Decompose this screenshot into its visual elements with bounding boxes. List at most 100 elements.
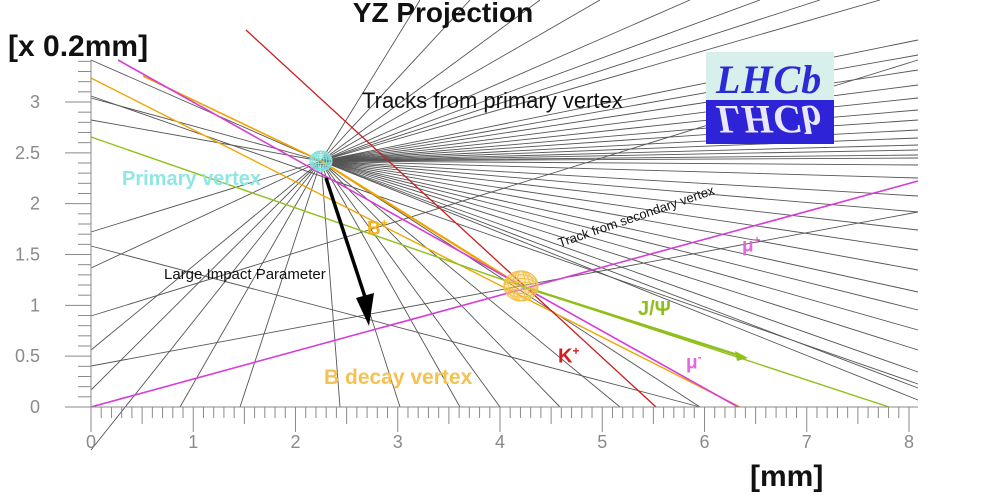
y-axis-unit: [x 0.2mm] [8, 30, 149, 63]
primary-track [320, 154, 919, 162]
primary-track [320, 0, 601, 162]
x-tick-label: 1 [188, 432, 198, 452]
label-mu-minus: μ- [686, 350, 702, 374]
x-tick-label: 3 [393, 432, 403, 452]
jpsi-arrowhead [735, 351, 748, 361]
label-mu-plus-text: μ [742, 235, 754, 257]
primary-track [320, 160, 919, 166]
lhcb-logo: LHCb LHCb [706, 52, 834, 144]
label-k-plus: K+ [558, 344, 579, 369]
x-axis-unit: [mm] [750, 460, 824, 493]
primary-track [90, 160, 322, 351]
primary-track [90, 160, 322, 269]
primary-track [320, 160, 341, 408]
primary-track [90, 119, 322, 162]
k-plus-track [245, 29, 657, 408]
b-flight-extension [90, 77, 741, 408]
primary-track [320, 160, 501, 408]
label-mu-plus: μ+ [742, 233, 761, 257]
primary-track [320, 160, 919, 373]
plot-title: YZ Projection [352, 0, 534, 28]
primary-track [320, 0, 821, 162]
label-b-decay-vertex: B decay vertex [324, 366, 473, 389]
x-tick-label: 6 [699, 432, 709, 452]
logo-text: LHCb [716, 57, 823, 102]
x-tick-label: 8 [904, 432, 914, 452]
primary-track [320, 160, 919, 389]
primary-track [320, 160, 919, 351]
primary-track [320, 0, 541, 162]
primary-track [320, 0, 761, 162]
label-primary-vertex: Primary vertex [122, 168, 261, 190]
primary-track [320, 160, 919, 271]
y-tick-label: 2 [30, 194, 40, 214]
label-mu-minus-text: μ [686, 352, 698, 374]
primary-track [320, 144, 919, 162]
primary-track [179, 160, 322, 408]
logo-bottom-panel [706, 100, 834, 144]
primary-track [90, 160, 322, 391]
impact-parameter-arrowhead [356, 293, 374, 326]
label-k-plus-text: K [558, 345, 573, 368]
tracks-layer [90, 0, 919, 451]
primary-track [320, 160, 561, 408]
primary-track [320, 160, 919, 197]
primary-track [90, 97, 322, 162]
label-primary-tracks: Tracks from primary vertex [362, 88, 623, 113]
label-b-plus: B+ [367, 216, 388, 240]
mu-minus-track [117, 59, 739, 408]
logo-reflection: LHCb [716, 97, 823, 142]
primary-track [320, 160, 919, 293]
label-mu-minus-sup: - [697, 350, 702, 364]
x-tick-label: 4 [495, 432, 505, 452]
primary-track [320, 0, 881, 162]
primary-vertex-marker [309, 150, 333, 172]
primary-track [320, 160, 919, 179]
primary-track [320, 0, 691, 162]
primary-track [320, 160, 919, 231]
primary-track [320, 0, 471, 162]
x-tick-label: 0 [86, 432, 96, 452]
primary-track [90, 59, 322, 162]
primary-track [90, 160, 322, 233]
x-tick-label: 7 [802, 432, 812, 452]
y-tick-label: 0.5 [15, 346, 40, 366]
primary-track [320, 149, 919, 162]
logo-top-panel [706, 52, 834, 100]
primary-track [320, 160, 919, 311]
label-jpsi: J/Ψ [638, 298, 671, 320]
primary-track [90, 160, 322, 451]
mu-plus-track [90, 180, 919, 408]
primary-track [90, 95, 919, 385]
secondary-vertex-marker [503, 270, 539, 302]
label-k-plus-sup: + [572, 344, 580, 358]
jpsi-upstream-track [90, 136, 522, 287]
label-b-plus-text: B [367, 218, 381, 240]
primary-track [320, 160, 919, 331]
jpsi-arrow-shaft [520, 284, 745, 359]
primary-track [320, 0, 421, 162]
axes-layer: 0 0.5 1 1.5 2 2.5 3 0 1 2 3 4 5 6 7 8 [15, 60, 918, 452]
y-tick-label: 1 [30, 295, 40, 315]
primary-track [90, 245, 701, 408]
primary-track [239, 160, 322, 408]
b-plus-track [320, 160, 522, 287]
label-mu-plus-sup: + [753, 233, 761, 247]
x-tick-label: 5 [597, 432, 607, 452]
primary-track [320, 160, 701, 408]
primary-track [320, 157, 919, 162]
impact-parameter-arrow [324, 177, 368, 301]
y-tick-label: 1.5 [15, 245, 40, 265]
primary-track [320, 160, 919, 251]
label-b-plus-sup: + [380, 216, 388, 230]
primary-track [320, 160, 919, 213]
primary-track [320, 160, 461, 408]
label-impact-parameter: Large Impact Parameter [164, 266, 326, 283]
vertices-layer [309, 150, 539, 302]
y-tick-label: 2.5 [15, 143, 40, 163]
y-tick-label: 0 [30, 397, 40, 417]
x-tick-label: 2 [290, 432, 300, 452]
y-tick-label: 3 [30, 92, 40, 112]
